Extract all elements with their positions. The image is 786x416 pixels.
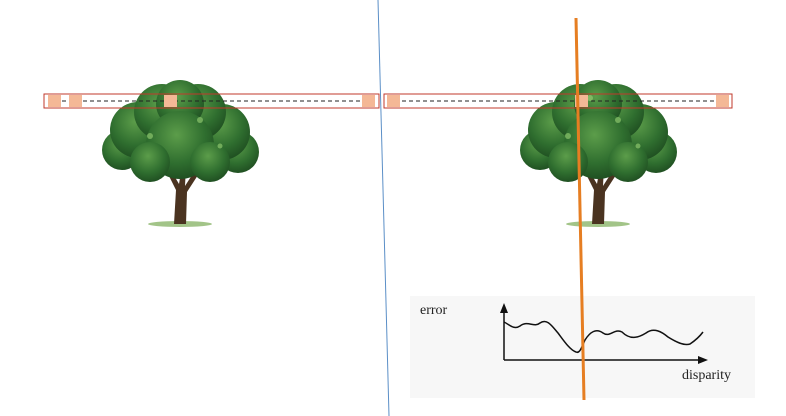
- left-tree-icon: [102, 80, 259, 227]
- patch: [362, 95, 375, 107]
- disparity-line: [574, 17, 586, 401]
- y-axis-label: error: [420, 303, 448, 318]
- right-scanline-box: [383, 93, 733, 109]
- left-scanline: [43, 93, 380, 109]
- patch: [387, 95, 400, 107]
- right-tree-icon: [520, 80, 677, 227]
- x-axis-arrow-icon: [698, 356, 708, 364]
- left-scanline-box: [43, 93, 380, 109]
- x-axis-label: disparity: [682, 368, 731, 383]
- patch: [164, 95, 177, 107]
- error-curve: [503, 320, 704, 354]
- image-divider: [377, 0, 390, 416]
- patch: [69, 95, 82, 107]
- plot-axes: [500, 303, 708, 364]
- patch: [48, 95, 61, 107]
- y-axis-arrow-icon: [500, 303, 508, 313]
- patch: [716, 95, 729, 107]
